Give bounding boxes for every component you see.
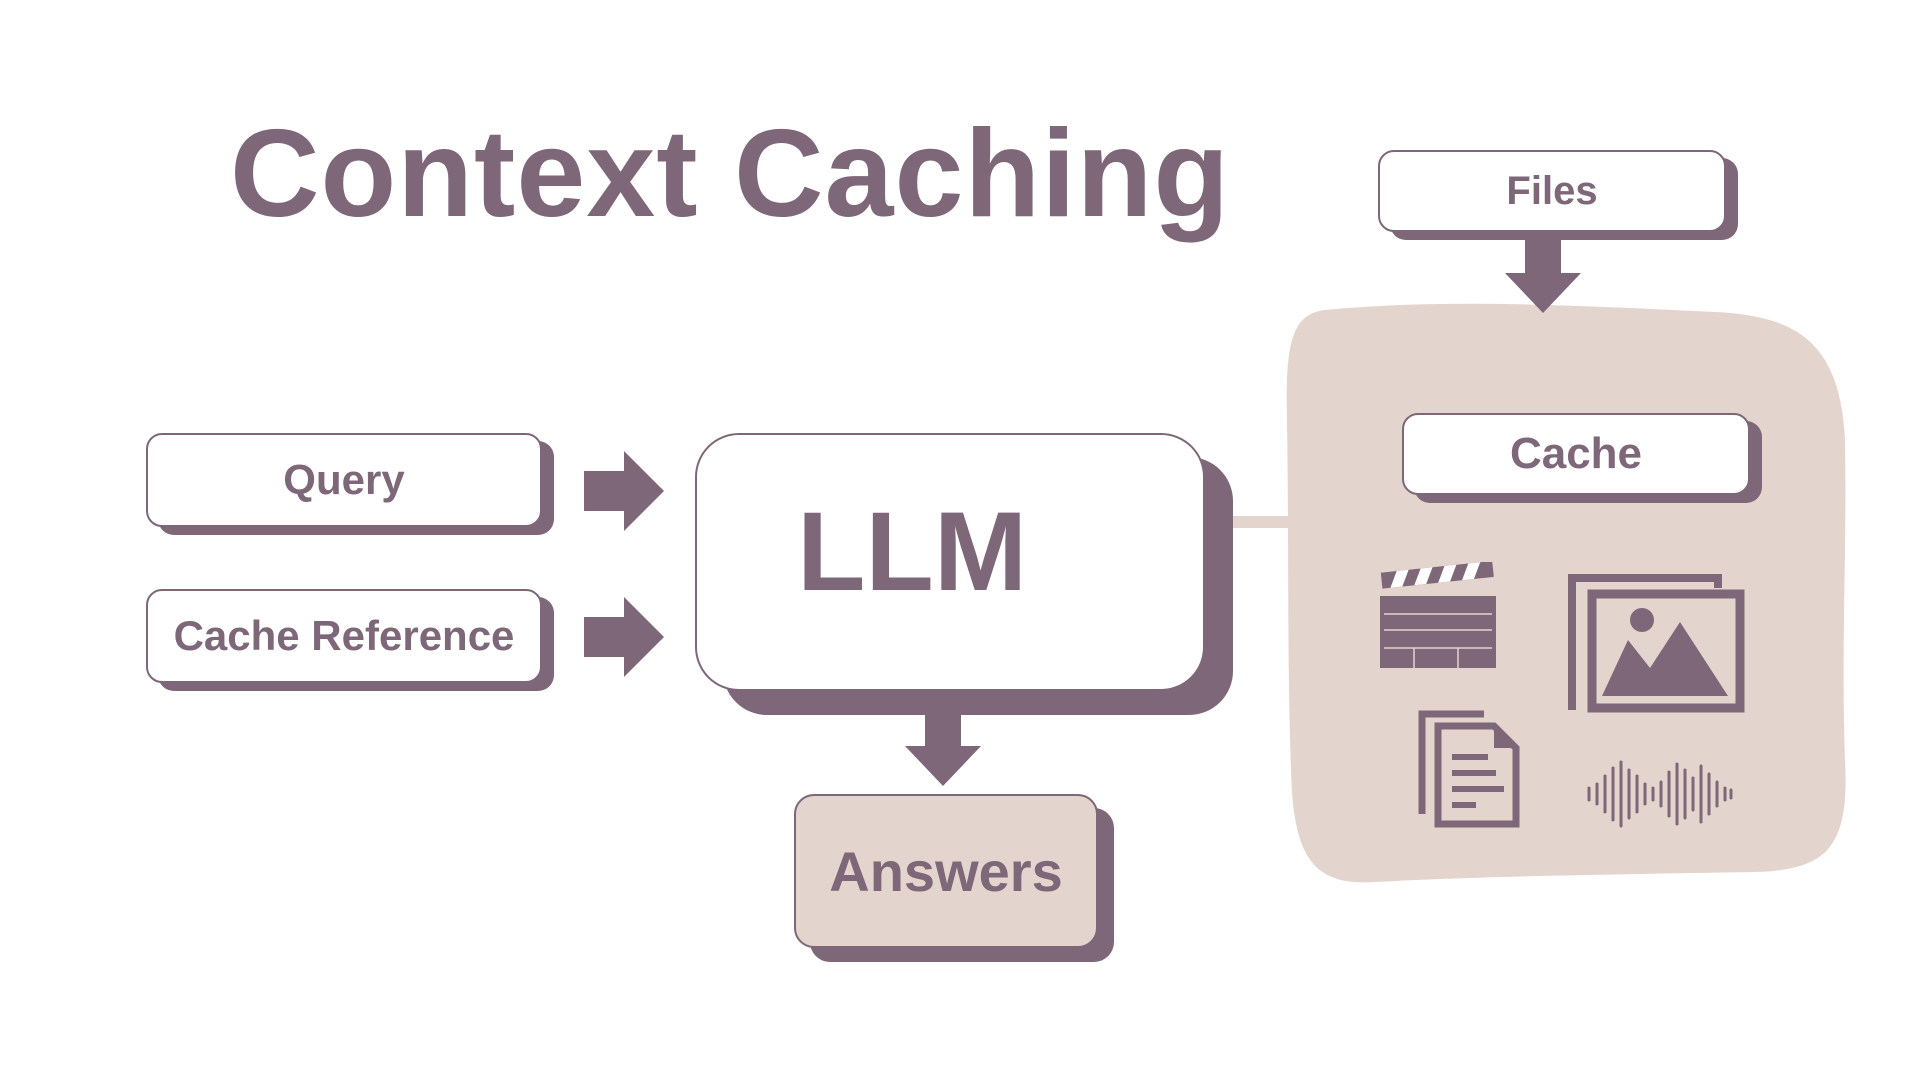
answers-label: Answers bbox=[829, 839, 1063, 903]
image-icon bbox=[1568, 574, 1745, 713]
llm-box: LLM bbox=[695, 433, 1205, 691]
cache-reference-label: Cache Reference bbox=[173, 612, 515, 659]
video-clapperboard-icon bbox=[1380, 562, 1496, 668]
query-arrow-icon bbox=[584, 451, 664, 531]
llm-label: LLM bbox=[797, 489, 1028, 614]
query-box: Query bbox=[146, 433, 542, 527]
document-icon bbox=[1418, 710, 1520, 828]
cache-label: Cache bbox=[1509, 429, 1643, 478]
files-label: Files bbox=[1506, 168, 1598, 213]
diagram-title: Context Caching bbox=[230, 105, 1231, 243]
files-box: Files bbox=[1378, 150, 1726, 232]
files-arrow-icon bbox=[1505, 237, 1581, 313]
cache-box: Cache bbox=[1402, 413, 1750, 495]
audio-waveform-icon bbox=[1587, 760, 1733, 828]
llm-cache-connector bbox=[1232, 516, 1292, 528]
cache-reference-arrow-icon bbox=[584, 597, 664, 677]
answers-arrow-icon bbox=[905, 710, 981, 786]
query-label: Query bbox=[283, 456, 405, 503]
cache-reference-box: Cache Reference bbox=[146, 589, 542, 683]
answers-box: Answers bbox=[794, 794, 1098, 948]
